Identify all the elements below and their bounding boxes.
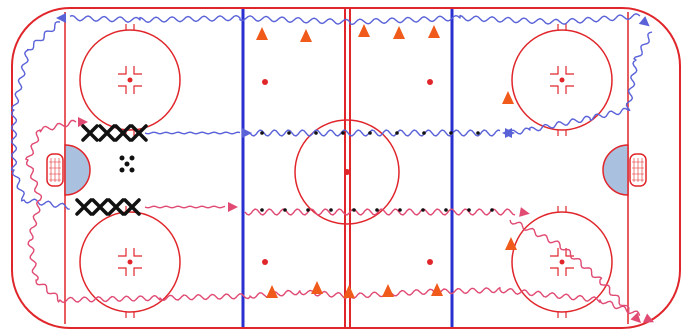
player-x-icon: [91, 198, 109, 216]
center-dot: [344, 169, 350, 175]
player-x-icon: [75, 198, 93, 216]
puck-dot-icon: [352, 208, 356, 212]
puck-dot-icon: [341, 131, 345, 135]
puck-dot-icon: [449, 131, 453, 135]
drill-pass-pink: [144, 205, 226, 209]
arrow-head-blue-top: [56, 13, 66, 23]
faceoff-circle-top-right: [511, 24, 613, 136]
faceoff-circle-bottom-right: [511, 206, 613, 318]
orange-cone-icon: [300, 29, 312, 42]
drill-pass-blue-1: [144, 131, 241, 135]
puck-dot-icon: [398, 208, 402, 212]
net-icon-left: [46, 153, 64, 187]
arrow-head-pink-pass: [228, 202, 238, 212]
puck-dot-icon: [283, 208, 287, 212]
puck-dot-icon: [119, 167, 125, 173]
orange-cone-icon: [393, 26, 405, 39]
arrow-head-pink-bottom: [642, 313, 655, 323]
puck-dot-icon: [124, 161, 130, 167]
puck-dot-icon: [314, 131, 318, 135]
puck-dot-icon: [368, 131, 372, 135]
puck-dot-icon: [306, 208, 310, 212]
players: [75, 124, 148, 216]
puck-pile: [119, 155, 135, 173]
puck-dot-icon: [421, 208, 425, 212]
arrow-head-blue-right-top: [638, 16, 650, 27]
puck-dot-icon: [444, 208, 448, 212]
puck-dot-icon: [476, 131, 480, 135]
center-circle: [294, 119, 400, 225]
puck-dot-icon: [375, 208, 379, 212]
drill-path-pink-bottom: [25, 119, 641, 316]
puck-dot-icon: [129, 167, 135, 173]
puck-dot-icon: [422, 131, 426, 135]
orange-cone-icon: [502, 91, 514, 104]
orange-cone-icon: [428, 25, 440, 38]
puck-dot-icon: [287, 131, 291, 135]
puck-dot-icon: [129, 155, 135, 161]
neutral-dot-bottom-left: [262, 259, 268, 265]
arrow-head-blue-pass: [242, 128, 252, 138]
orange-cone-icon: [358, 24, 370, 37]
orange-cone-icon: [266, 285, 278, 298]
cones: [256, 24, 517, 298]
puck-dot-icon: [329, 208, 333, 212]
drill-path-blue-top: [69, 13, 641, 26]
puck-dot-icon: [260, 131, 264, 135]
orange-cone-icon: [343, 285, 355, 298]
drill-path-blue-skate: [249, 129, 501, 137]
drill-path-pink-right: [509, 219, 630, 314]
drill-path-blue-left: [10, 21, 70, 210]
orange-cone-icon: [505, 237, 517, 250]
puck-dot-icon: [260, 208, 264, 212]
player-x-icon: [107, 198, 125, 216]
neutral-dot-top-right: [427, 79, 433, 85]
goal-crease-left: [64, 144, 91, 196]
arrow-head-pink-skate: [519, 207, 530, 217]
player-x-icon: [123, 198, 141, 216]
puck-trails: [260, 131, 494, 212]
orange-cone-icon: [431, 283, 443, 296]
drill-path-blue-right: [509, 31, 653, 135]
orange-cone-icon: [382, 284, 394, 297]
puck-dot-icon: [119, 155, 125, 161]
puck-dot-icon: [490, 208, 494, 212]
net-icon-right: [629, 153, 647, 187]
player-x-icon: [130, 124, 148, 142]
arrow-head-pink-start: [78, 117, 88, 127]
player-x-icon: [98, 124, 116, 142]
neutral-dot-top-left: [262, 79, 268, 85]
puck-dot-icon: [467, 208, 471, 212]
orange-cone-icon: [256, 27, 268, 40]
neutral-dot-bottom-right: [427, 259, 433, 265]
player-x-icon: [81, 124, 99, 142]
player-x-icon: [114, 124, 132, 142]
drill-path-pink-skate: [244, 208, 516, 216]
orange-cone-icon: [311, 281, 323, 294]
drill-paths: [10, 13, 655, 324]
arrow-head-blue-skate: [505, 128, 515, 138]
goal-crease-right: [602, 144, 629, 196]
puck-dot-icon: [395, 131, 399, 135]
